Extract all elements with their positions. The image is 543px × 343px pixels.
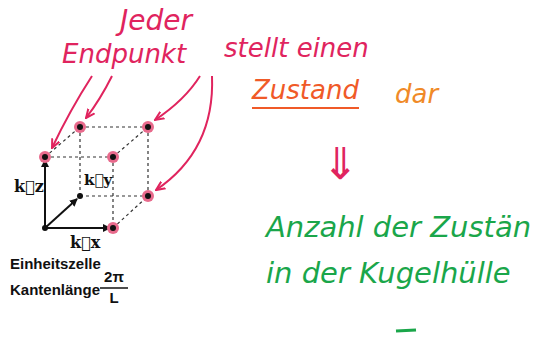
fraction-denominator: L [109, 290, 118, 307]
axis-label: k⃗x [70, 234, 100, 252]
note-text: stellt einen [224, 34, 369, 63]
green-dash [396, 330, 416, 331]
fraction-bar [100, 287, 128, 289]
note-text: dar [395, 80, 438, 109]
caption-text: Kantenlänge [10, 282, 100, 299]
implies-arrow: ⇓ [322, 140, 359, 188]
note-text: Anzahl der Zustän [266, 212, 531, 244]
axis-label: k⃗z [14, 178, 44, 196]
note-text: Zustand [252, 76, 359, 109]
note-text: Jeder [120, 6, 192, 37]
axis-label: k⃗y [84, 172, 112, 189]
note-text: in der Kugelhülle [266, 258, 511, 290]
cube-edges [45, 127, 148, 228]
note-text: Endpunkt [62, 40, 186, 69]
fraction-numerator: 2π [104, 269, 124, 286]
caption-text: Einheitszelle [10, 256, 101, 273]
pointer-arrows [52, 76, 212, 190]
axis-arrows [45, 160, 110, 228]
